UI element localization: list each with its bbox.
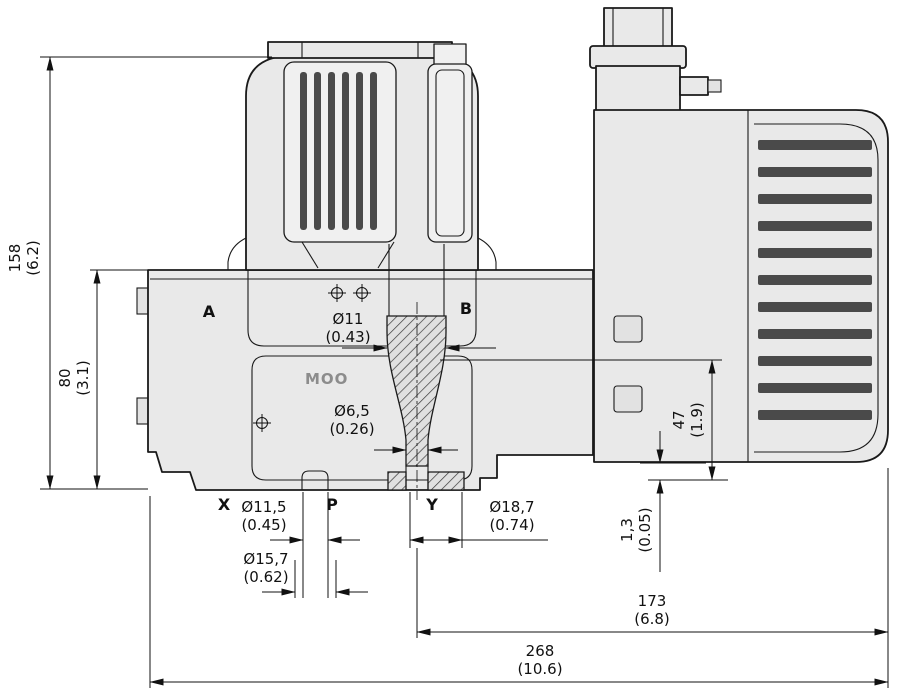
cooling-rib: [758, 275, 872, 285]
dim-port-height: 80 (3.1): [56, 269, 148, 490]
cooling-rib: [758, 167, 872, 177]
coil-slot: [300, 72, 307, 230]
cooling-rib: [758, 140, 872, 150]
cooling-rib: [758, 356, 872, 366]
port-y-collar-right: [427, 471, 465, 491]
dimensions: 158 (6.2) 80 (3.1) Ø11 (0.43) Ø6,5 (0.26…: [6, 56, 889, 688]
port-p-notch: [301, 470, 329, 490]
dim-text: (6.2): [24, 240, 42, 276]
electrical-connector: [603, 7, 673, 49]
connector-flange: [589, 45, 687, 69]
crosshair-mark: [353, 284, 371, 302]
dim-text: Ø11,5: [241, 498, 286, 516]
connector-tower: [595, 65, 681, 113]
port-label-p: P: [326, 495, 338, 514]
coil-slot: [328, 72, 335, 230]
dim-text: 173: [638, 592, 667, 610]
valve-body: [136, 269, 594, 491]
body-side-tab: [136, 397, 149, 425]
bleed-screw: [679, 76, 709, 96]
coil-window: [283, 61, 397, 243]
solenoid-skirt-left: [247, 270, 388, 347]
dim-text: Ø15,7: [243, 550, 288, 568]
port-label-y: Y: [425, 495, 438, 514]
brand-logo-text: MOO: [305, 370, 348, 388]
dim-height47: 47 (1.9): [440, 359, 728, 481]
dim-text: (1.9): [688, 402, 706, 438]
dim-text: (0.43): [325, 328, 370, 346]
dim-text: (0.74): [489, 516, 534, 534]
coil-slot: [342, 72, 349, 230]
dim-gap1-3: 1,3 (0.05): [618, 431, 706, 572]
dim-text: 1,3: [618, 518, 636, 542]
dim-dia11-5: Ø11,5 (0.45): [241, 492, 360, 598]
cooling-rib: [758, 221, 872, 231]
port-label-x: X: [218, 495, 231, 514]
dim-text: Ø6,5: [334, 402, 370, 420]
housing-boss: [613, 385, 643, 413]
valve-body-outline: [147, 269, 594, 491]
cooling-rib: [758, 383, 872, 393]
pilot-housing-assembly: [589, 7, 889, 463]
dim-text: (0.45): [241, 516, 286, 534]
dim-width268: 268 (10.6): [149, 496, 889, 688]
dim-text: 158: [6, 244, 24, 273]
dim-text: (0.26): [329, 420, 374, 438]
dim-text: Ø11: [333, 310, 364, 328]
solenoid: [227, 41, 497, 347]
housing-inset-contour: [754, 123, 879, 453]
skirt-line: [301, 241, 319, 269]
flange-ear: [227, 237, 247, 270]
cooling-rib: [758, 329, 872, 339]
housing-boss: [613, 315, 643, 343]
dim-text: 268: [526, 642, 555, 660]
port-label-a: A: [203, 302, 216, 321]
dim-text: (10.6): [517, 660, 562, 678]
dim-text: Ø18,7: [489, 498, 534, 516]
armature-tube: [427, 63, 473, 243]
coil-slot: [370, 72, 377, 230]
coil-slot: [356, 72, 363, 230]
crosshair-mark: [253, 414, 271, 432]
solenoid-top-cap: [267, 41, 453, 59]
bleed-screw-cap: [707, 79, 722, 93]
reference-marks: [253, 284, 371, 432]
port-labels: A B X P Y: [203, 299, 472, 514]
dim-text: (0.05): [636, 507, 654, 552]
port-y-collar-left: [387, 471, 407, 491]
port-label-b: B: [460, 299, 472, 318]
dim-text: (6.8): [634, 610, 670, 628]
armature-tube-inner: [435, 69, 465, 237]
skirt-line: [377, 241, 395, 269]
solenoid-skirt-right: [445, 270, 477, 347]
flange-ear: [477, 237, 497, 270]
dim-dia18-7: Ø18,7 (0.74): [409, 492, 548, 548]
cooling-rib: [758, 194, 872, 204]
dim-text: (3.1): [74, 360, 92, 396]
dim-text: 47: [670, 410, 688, 429]
dim-dia11: Ø11 (0.43): [325, 310, 496, 352]
cooling-rib: [758, 410, 872, 420]
armature-tube-top: [433, 43, 467, 67]
dim-dia6-5: Ø6,5 (0.26): [329, 402, 458, 454]
dim-dia15-7: Ø15,7 (0.62): [243, 550, 368, 598]
dim-width173: 173 (6.8): [416, 468, 889, 688]
body-side-tab: [136, 287, 149, 315]
coil-slot: [314, 72, 321, 230]
cooling-rib: [758, 248, 872, 258]
cooling-rib: [758, 302, 872, 312]
dim-text: 80: [56, 368, 74, 387]
dim-text: (0.62): [243, 568, 288, 586]
crosshair-mark: [328, 284, 346, 302]
center-bore-section: MOO: [305, 302, 465, 500]
